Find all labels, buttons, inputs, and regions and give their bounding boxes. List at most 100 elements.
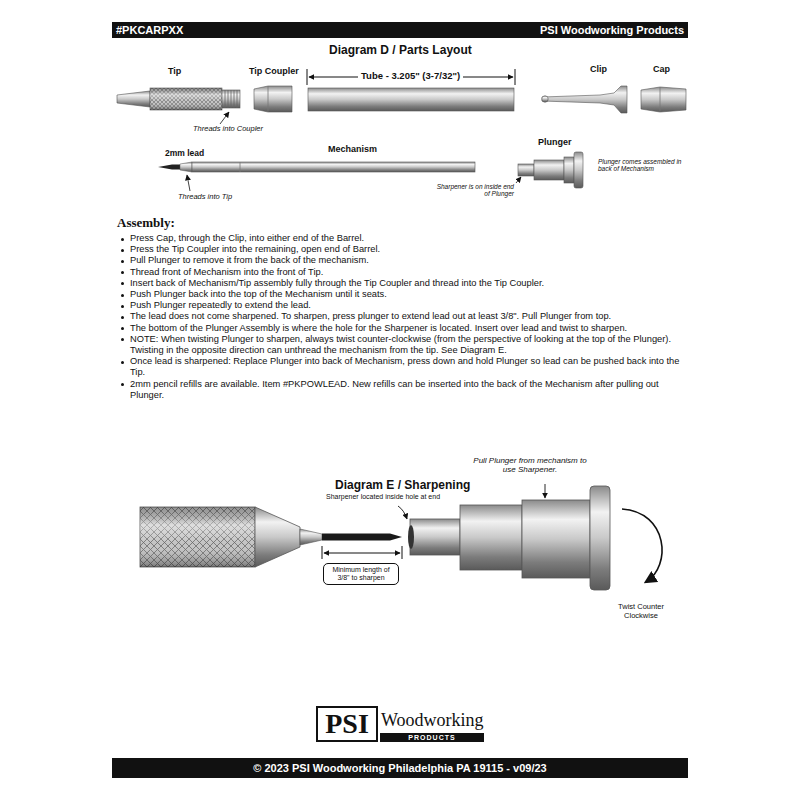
bullet-dot: [121, 327, 124, 330]
logo-box: PSI: [316, 706, 378, 742]
rotation-arrow: [622, 509, 662, 582]
leader-arrow: [187, 112, 521, 191]
dimension-line: [402, 546, 403, 559]
instruction-text: Push Plunger back into the top of the Me…: [130, 289, 690, 300]
tube-part: [308, 88, 514, 111]
callout-note: Sharpener is on inside end of Plunger: [436, 183, 514, 198]
callout-note: Plunger comes assembled in back of Mecha…: [598, 158, 690, 173]
diagram-title: Diagram E / Sharpening: [335, 479, 470, 493]
part-name: Tip Coupler: [249, 66, 299, 76]
plunger-part: [408, 525, 414, 549]
list-item: Push Plunger repeatedly to extend the le…: [118, 300, 690, 311]
instruction-text: Press Cap, through the Clip, into either…: [130, 233, 690, 244]
dimension-line: [515, 69, 516, 85]
pencil-tip: [322, 534, 402, 541]
plunger-part: [460, 505, 522, 570]
list-item: Thread front of Mechanism into the front…: [118, 267, 690, 278]
mechanism-part: [240, 162, 241, 172]
callout-note: Twist Counter Clockwise: [611, 603, 671, 620]
diagram-title: Diagram D / Parts Layout: [329, 44, 472, 58]
instruction-text: Once lead is sharpened: Replace Plunger …: [130, 356, 690, 378]
pencil-tip: [300, 529, 322, 545]
tip-part: [150, 88, 222, 110]
cap-part: [660, 87, 661, 112]
dimension-line: [322, 546, 323, 559]
instruction-text: Insert back of Mechanism/Tip assembly fu…: [130, 278, 690, 289]
instruction-text: NOTE: When twisting Plunger to sharpen, …: [130, 334, 690, 356]
node-text: PSI: [325, 710, 369, 738]
list-item: 2mm pencil refills are available. Item #…: [118, 379, 690, 401]
instruction-text: Press the Tip Coupler into the remaining…: [130, 244, 690, 255]
bullet-dot: [121, 316, 124, 319]
instruction-text: 2mm pencil refills are available. Item #…: [130, 379, 690, 401]
tip-part: [117, 91, 150, 107]
dimension-line: [307, 69, 308, 85]
list-item: The lead does not come sharpened. To sha…: [118, 311, 690, 322]
leader-arrow: [398, 506, 407, 519]
note-box: Minimum length of 3/8" to sharpen: [323, 563, 399, 585]
tip-coupler-part: [268, 86, 269, 112]
clip-part: [542, 86, 627, 113]
list-item: Once lead is sharpened: Replace Plunger …: [118, 356, 690, 378]
header-band: #PKCARPXX PSI Woodworking Products: [112, 22, 688, 38]
pencil-tip: [140, 507, 255, 567]
rotation-arrow: [622, 509, 662, 582]
instruction-text: Thread front of Mechanism into the front…: [130, 267, 690, 278]
list-item: Insert back of Mechanism/Tip assembly fu…: [118, 278, 690, 289]
plunger-part: [590, 486, 610, 590]
node-text: PSI Woodworking Products: [540, 24, 684, 36]
dimension-line: [307, 69, 515, 85]
callout-note: Threads into Tip: [178, 193, 232, 202]
plunger-part: [522, 500, 590, 578]
list-item: Press the Tip Coupler into the remaining…: [118, 244, 690, 255]
bullet-dot: [121, 271, 124, 274]
list-item: The bottom of the Plunger Assembly is wh…: [118, 323, 690, 334]
instruction-text: Pull Plunger to remove it from the back …: [130, 255, 690, 266]
list-item: Push Plunger back into the top of the Me…: [118, 289, 690, 300]
plunger-part: [564, 157, 574, 183]
logo-word: Woodworking: [381, 710, 484, 731]
tip-coupler-part: [254, 86, 292, 112]
bullet-dot: [121, 282, 124, 285]
plunger-part: [534, 160, 564, 180]
cap-part: [641, 87, 686, 112]
mechanism-part: [158, 162, 475, 172]
tip-part: [222, 90, 240, 108]
callout-note: Pull Plunger from mechanism to use Sharp…: [470, 456, 590, 474]
part-name: Cap: [653, 64, 670, 74]
instruction-text: The bottom of the Plunger Assembly is wh…: [130, 323, 690, 334]
pencil-tip: [140, 507, 402, 567]
instruction-list: Press Cap, through the Clip, into either…: [118, 233, 690, 401]
bullet-dot: [121, 260, 124, 263]
plunger-part: [408, 486, 610, 590]
footer-band: © 2023 PSI Woodworking Philadelphia PA 1…: [112, 758, 688, 778]
bullet-dot: [121, 338, 124, 341]
tip-part: [150, 88, 222, 110]
bullet-dot: [121, 294, 124, 297]
instruction-text: The lead does not come sharpened. To sha…: [130, 311, 690, 322]
plunger-part: [518, 164, 534, 176]
section-heading: Assembly:: [117, 216, 175, 231]
leader-arrow: [545, 484, 546, 498]
node-text: Minimum length of 3/8" to sharpen: [328, 566, 394, 582]
part-name: 2mm lead: [165, 149, 204, 159]
bullet-dot: [121, 383, 124, 386]
mechanism-part: [192, 162, 475, 172]
bullet-dot: [121, 238, 124, 241]
callout-note: Sharpener located inside hole at end: [326, 493, 440, 501]
bullet-dot: [121, 361, 124, 364]
callout-note: Threads into Coupler: [193, 125, 263, 134]
leader-arrow: [516, 177, 521, 183]
mechanism-part: [180, 162, 192, 172]
plunger-part: [574, 152, 583, 188]
dimension-line: [324, 553, 400, 554]
list-item: Pull Plunger to remove it from the back …: [118, 255, 690, 266]
part-name: Mechanism: [328, 144, 377, 154]
part-name: Tip: [168, 66, 181, 76]
node-text: © 2023 PSI Woodworking Philadelphia PA 1…: [253, 762, 546, 774]
leader-arrow: [220, 112, 229, 124]
tube-part: [308, 88, 514, 111]
part-name: Clip: [590, 64, 607, 74]
node-text: #PKCARPXX: [116, 24, 183, 36]
